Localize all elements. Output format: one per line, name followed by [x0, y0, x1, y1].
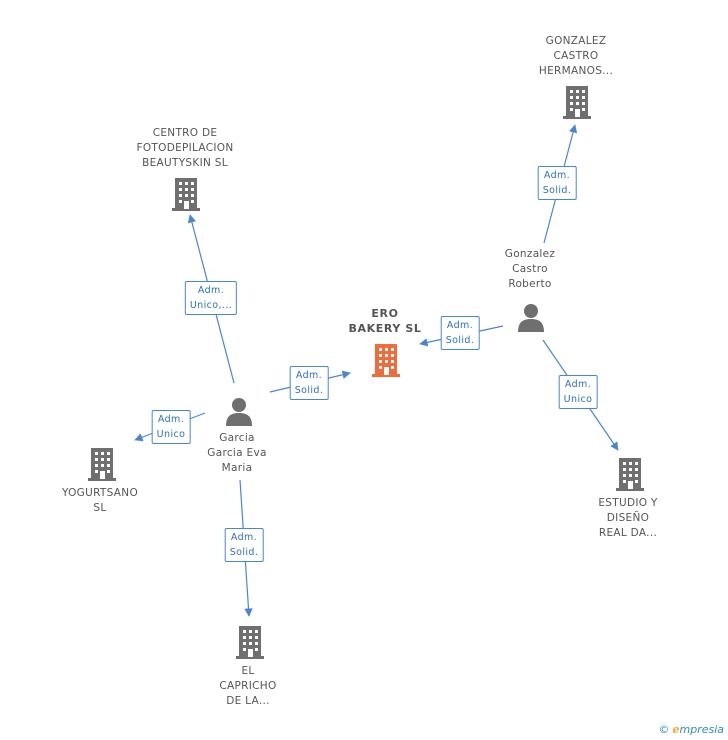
building-icon[interactable] [86, 446, 118, 482]
main-building-icon[interactable] [370, 342, 402, 378]
node-label-gonzalez-castro-roberto: Gonzalez Castro Roberto [504, 248, 556, 290]
relation-badge-eva-centro[interactable]: Adm. Unico,... [184, 281, 238, 315]
relation-badge-roberto-estudio[interactable]: Adm. Unico [558, 375, 598, 409]
relation-badge-eva-capricho[interactable]: Adm. Solid. [224, 528, 264, 562]
relation-badge-roberto-hermanos[interactable]: Adm. Solid. [537, 166, 577, 200]
node-label-yogurtsano: YOGURTSANO SL [61, 487, 139, 514]
building-icon[interactable] [561, 84, 593, 120]
node-label-estudio-diseno: ESTUDIO Y DISEÑO REAL DA... [598, 497, 658, 539]
node-label-centro-fotodepilacion: CENTRO DE FOTODEPILACION BEAUTYSKIN SL [136, 127, 234, 169]
building-icon[interactable] [614, 456, 646, 492]
node-label-ero-bakery: ERO BAKERY SL [348, 307, 422, 335]
footer-credit[interactable]: ©empresia [658, 723, 724, 736]
relation-badge-eva-ero[interactable]: Adm. Solid. [289, 366, 329, 400]
copyright-symbol: © [658, 723, 670, 736]
empresia-logo-text: mpresia [679, 723, 724, 736]
node-label-garcia-garcia-eva: Garcia Garcia Eva Maria [207, 432, 267, 474]
node-label-gonzalez-castro-hermanos: GONZALEZ CASTRO HERMANOS... [538, 35, 614, 77]
node-label-el-capricho: EL CAPRICHO DE LA... [219, 665, 277, 707]
building-icon[interactable] [170, 176, 202, 212]
relation-badge-eva-yogurtsano[interactable]: Adm. Unico [151, 410, 191, 444]
person-icon[interactable] [516, 302, 546, 332]
person-icon[interactable] [224, 396, 254, 426]
building-icon[interactable] [234, 624, 266, 660]
empresia-logo-initial: e [672, 723, 680, 736]
relation-badge-roberto-ero[interactable]: Adm. Solid. [440, 316, 480, 350]
